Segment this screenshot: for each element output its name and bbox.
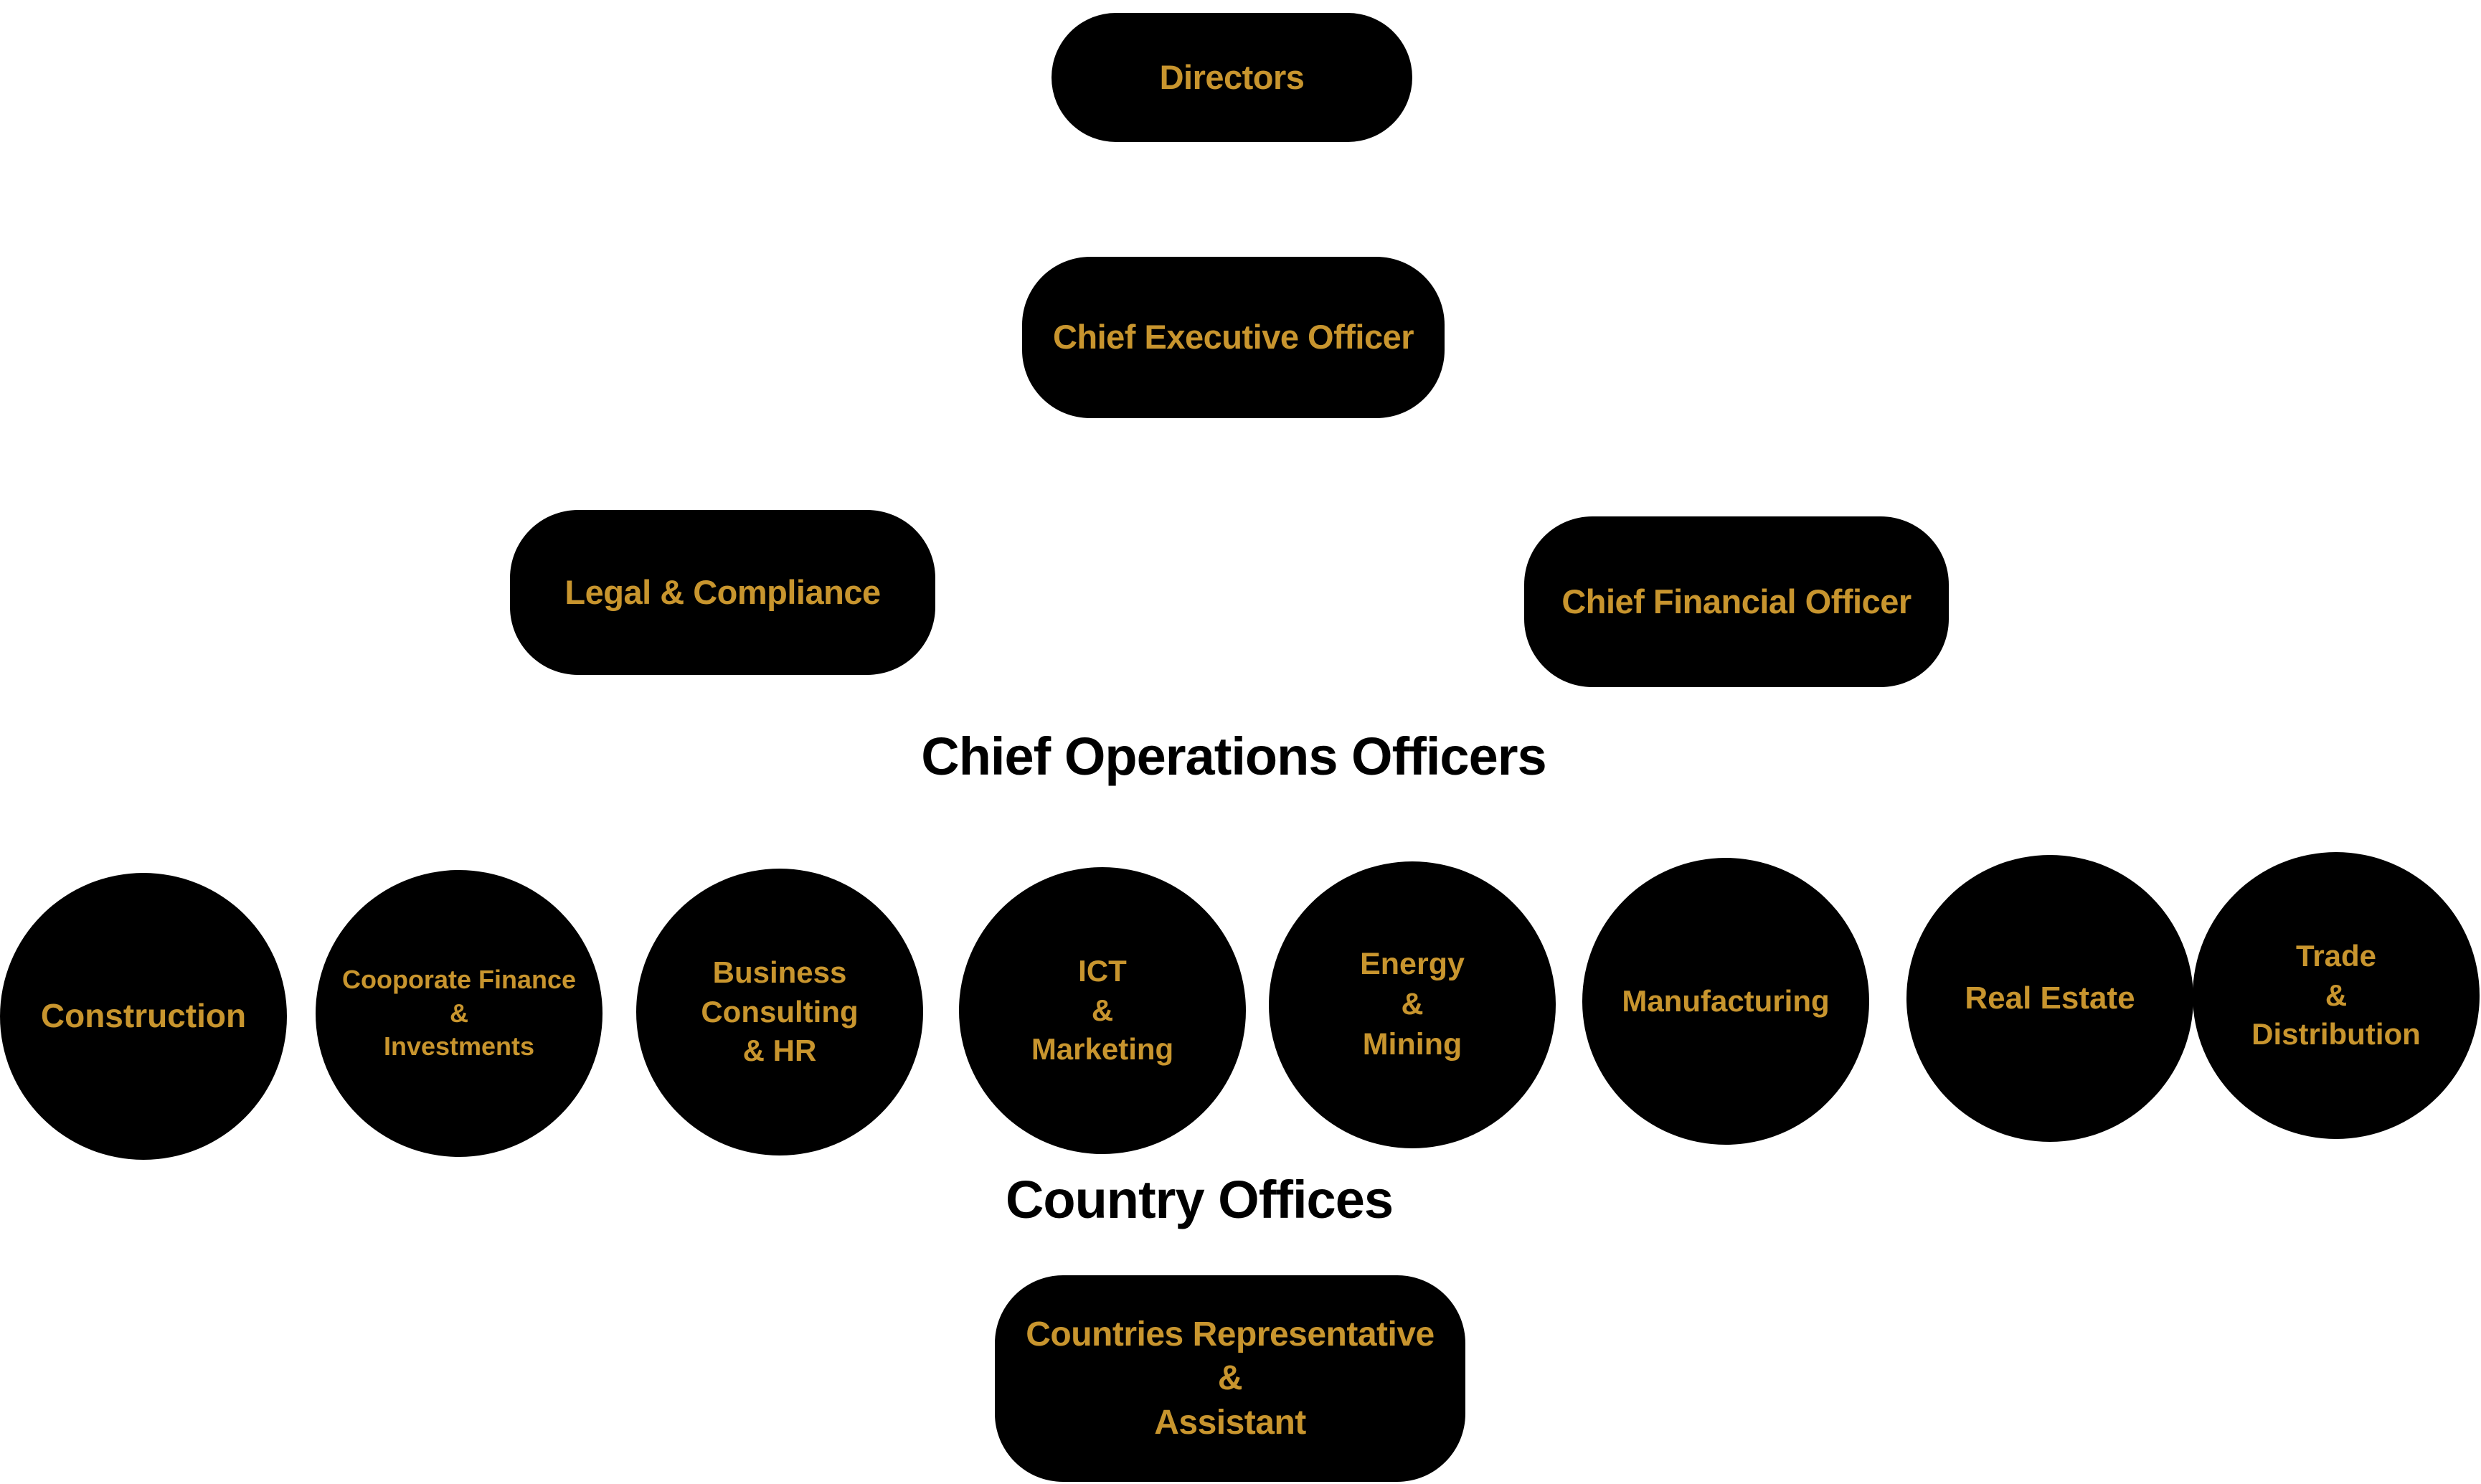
division-circle-trade-distribution: Trade & Distribution	[2193, 852, 2480, 1139]
division-label: Trade & Distribution	[2251, 939, 2421, 1051]
node-label: Countries Representative & Assistant	[1026, 1315, 1435, 1442]
node-chief-financial-officer: Chief Financial Officer	[1524, 516, 1949, 687]
heading-chief-operations-officers: Chief Operations Officers	[921, 727, 1546, 786]
division-label: Cooporate Finance & Investments	[341, 964, 577, 1062]
heading-country-offices: Country Offices	[1005, 1170, 1394, 1229]
division-circle-energy-mining: Energy & Mining	[1269, 861, 1556, 1148]
division-label: Manufacturing	[1622, 983, 1830, 1018]
division-circle-ict-marketing: ICT & Marketing	[959, 867, 1246, 1154]
node-legal-compliance: Legal & Compliance	[510, 510, 935, 675]
division-label: Energy & Mining	[1360, 947, 1465, 1062]
node-label: Directors	[1159, 57, 1305, 96]
node-countries-representative-assistant: Countries Representative & Assistant	[995, 1275, 1465, 1482]
division-circle-real-estate: Real Estate	[1906, 855, 2193, 1142]
node-label: Chief Financial Officer	[1561, 582, 1911, 620]
node-label: Legal & Compliance	[564, 572, 881, 611]
division-label: Real Estate	[1965, 980, 2135, 1016]
division-circle-manufacturing: Manufacturing	[1582, 858, 1869, 1145]
node-chief-executive-officer: Chief Executive Officer	[1022, 257, 1445, 418]
division-label: Business Consulting & HR	[701, 955, 859, 1068]
node-directors: Directors	[1052, 13, 1412, 142]
node-label: Chief Executive Officer	[1052, 318, 1414, 356]
division-circle-construction: Construction	[0, 873, 287, 1160]
division-label: ICT & Marketing	[1031, 954, 1174, 1067]
division-circle-cooporate-finance-investments: Cooporate Finance & Investments	[316, 870, 602, 1157]
division-circle-business-consulting-hr: Business Consulting & HR	[636, 869, 923, 1155]
division-label: Construction	[40, 997, 247, 1035]
